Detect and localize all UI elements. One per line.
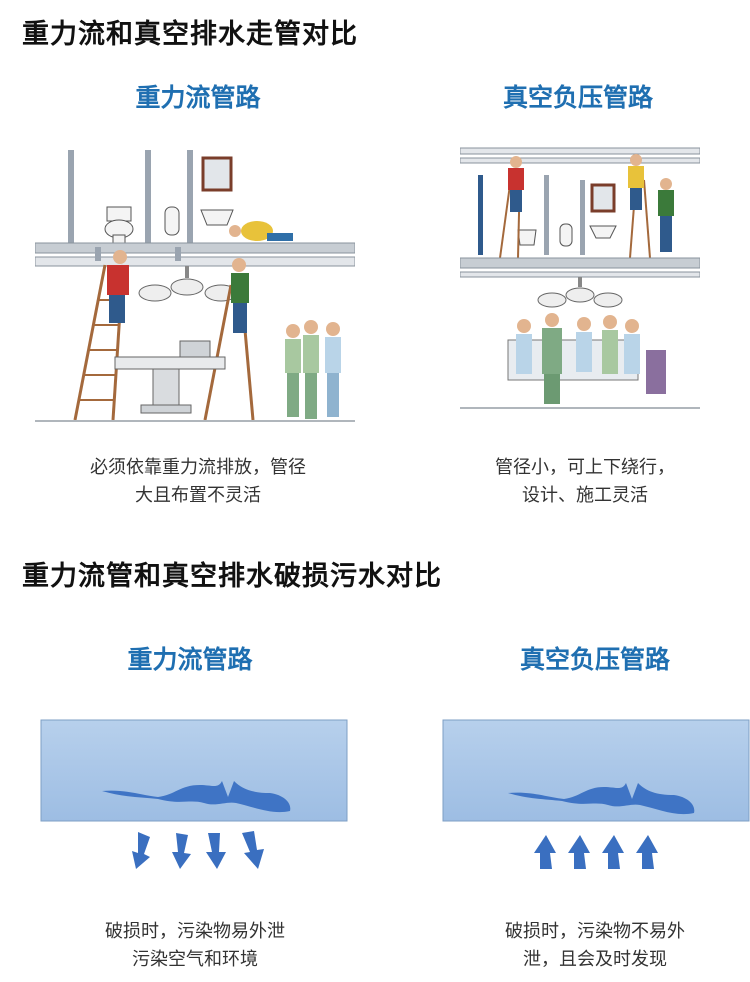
- up-arrow: [636, 835, 658, 869]
- left-heading-pipe-routing: 重力流管路: [135, 83, 261, 112]
- leaking-water-shape: [102, 781, 291, 813]
- caption-line: 污染空气和环境: [132, 949, 258, 970]
- vacuum-routing-caption: 管径小，可上下绕行， 设计、施工灵活: [435, 454, 735, 510]
- up-arrow: [602, 835, 624, 869]
- vacuum-leak-caption: 破损时，污染物不易外 泄，且会及时发现: [445, 918, 745, 974]
- down-arrow: [172, 833, 191, 869]
- up-arrows: [534, 835, 658, 869]
- caption-line: 泄，且会及时发现: [523, 949, 667, 970]
- gravity-leak-diagram: [40, 719, 348, 869]
- caption-line: 管径小，可上下绕行，: [495, 457, 675, 478]
- down-arrow: [242, 831, 264, 869]
- section2-title: 重力流管和真空排水破损污水对比: [22, 561, 442, 592]
- right-heading-leak: 真空负压管路: [519, 645, 670, 674]
- gravity-leak-caption: 破损时，污染物易外泄 污染空气和环境: [45, 918, 345, 974]
- leaking-water-shape: [508, 783, 695, 815]
- gravity-routing-caption: 必须依靠重力流排放，管径 大且布置不灵活: [48, 454, 348, 510]
- vacuum-leak-diagram: [442, 719, 750, 869]
- gravity-pipe-illustration: [35, 135, 355, 422]
- caption-line: 破损时，污染物易外泄: [105, 921, 285, 942]
- caption-line: 破损时，污染物不易外: [505, 921, 685, 942]
- up-arrow: [534, 835, 556, 869]
- caption-line: 设计、施工灵活: [522, 485, 648, 506]
- down-arrow: [206, 833, 226, 869]
- down-arrow: [132, 832, 150, 869]
- right-heading-pipe-routing: 真空负压管路: [502, 83, 653, 112]
- left-heading-leak: 重力流管路: [127, 645, 253, 674]
- caption-line: 必须依靠重力流排放，管径: [90, 457, 306, 478]
- up-arrow: [568, 835, 590, 869]
- caption-line: 大且布置不灵活: [135, 485, 261, 506]
- section1-title: 重力流和真空排水走管对比: [22, 19, 358, 50]
- down-arrows: [132, 831, 264, 869]
- vacuum-pipe-illustration: [460, 147, 700, 409]
